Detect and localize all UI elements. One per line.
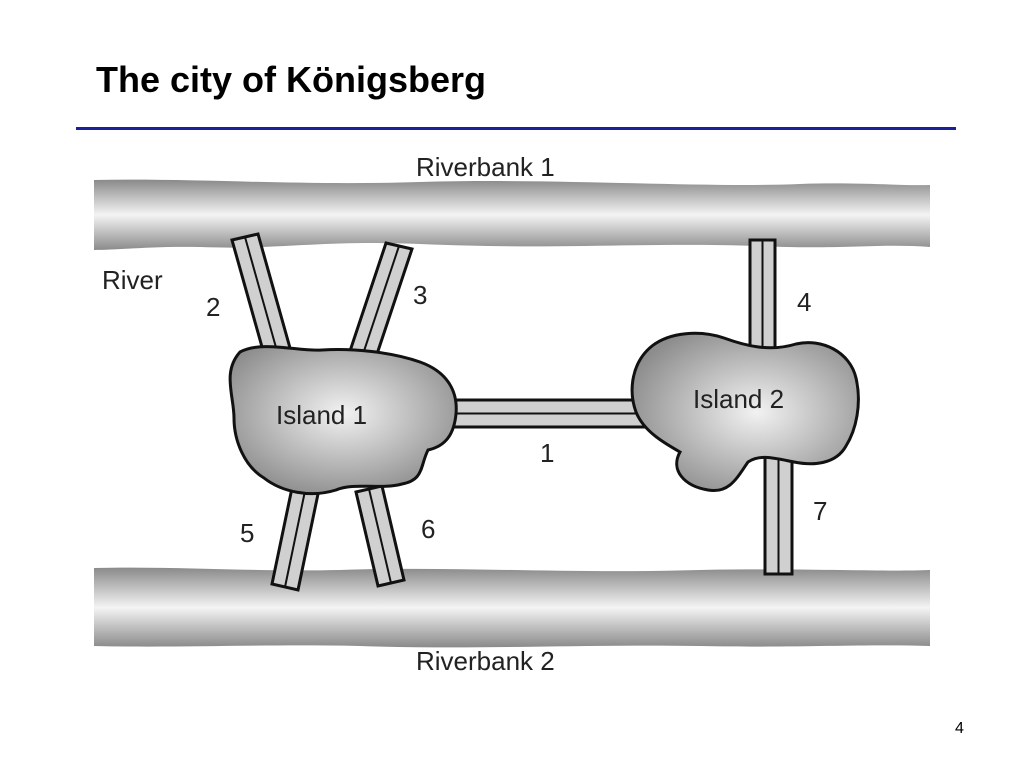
bridge-2-label: 2 — [206, 292, 220, 322]
konigsberg-diagram: Riverbank 1 Riverbank 2 River Island 1 I… — [94, 152, 930, 676]
bridge-3-shape — [348, 241, 414, 359]
island-1-shape — [228, 345, 458, 496]
bridge-2-shape — [230, 232, 292, 356]
bridge-6-shape — [354, 484, 406, 588]
island-1-label: Island 1 — [276, 400, 367, 430]
bridge-3-label: 3 — [413, 280, 427, 310]
bridge-4-shape — [748, 238, 777, 356]
bridge-1-label: 1 — [540, 438, 554, 468]
slide-title: The city of Königsberg — [96, 59, 487, 100]
bridge-7-label: 7 — [813, 496, 827, 526]
bridge-4-label: 4 — [797, 287, 811, 317]
riverbank-1-label: Riverbank 1 — [416, 152, 555, 182]
riverbank-2-label: Riverbank 2 — [416, 646, 555, 676]
bridge-5-label: 5 — [240, 518, 254, 548]
river-label: River — [102, 265, 163, 295]
page-number: 4 — [955, 720, 964, 737]
island-2-shape — [630, 331, 860, 493]
island-2-label: Island 2 — [693, 384, 784, 414]
riverbank-1 — [94, 179, 930, 250]
bridge-7-shape — [763, 450, 794, 576]
title-rule — [76, 127, 956, 130]
bridge-6-label: 6 — [421, 514, 435, 544]
bridge-1-shape — [450, 398, 646, 429]
riverbank-2 — [94, 567, 930, 648]
